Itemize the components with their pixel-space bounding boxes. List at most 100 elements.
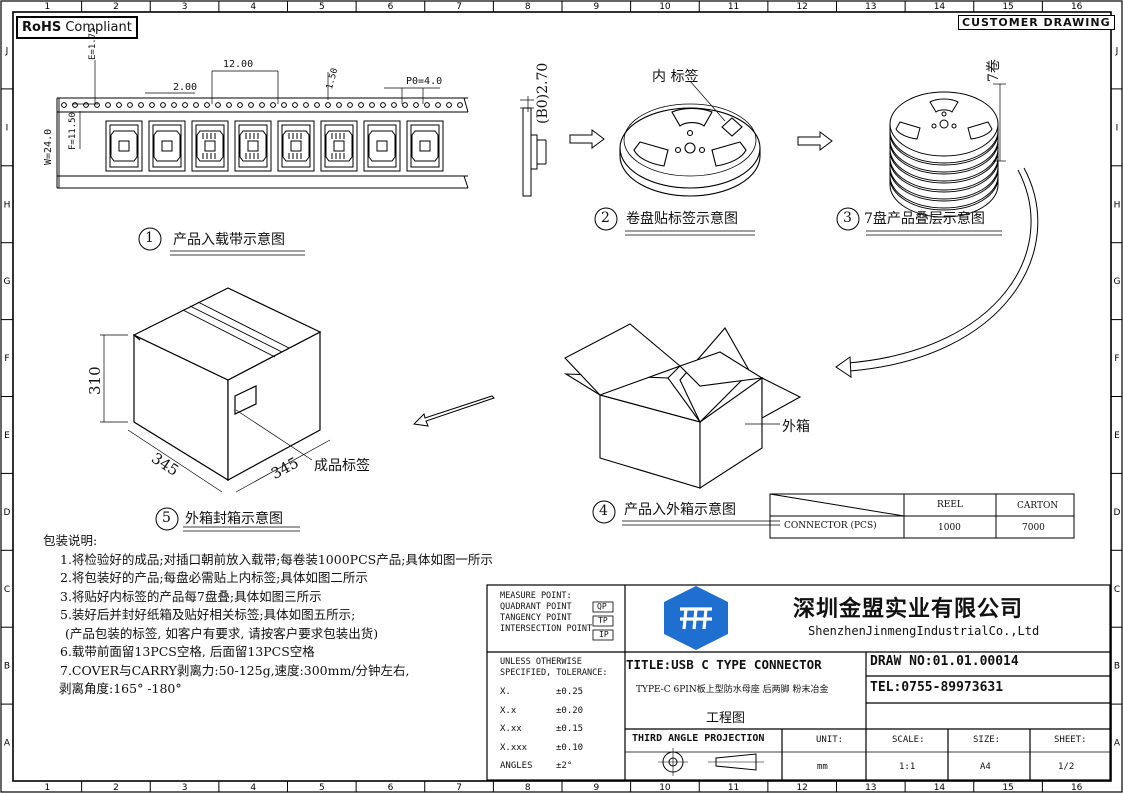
grid-row-label: G	[1114, 277, 1121, 287]
grid-row-label: A	[1114, 739, 1121, 749]
grid-col-label: 6	[388, 783, 394, 793]
inner-label-callout: 内 标签	[652, 69, 699, 85]
grid-col-label: 5	[319, 783, 325, 793]
tolerance-key: ANGLES	[500, 761, 533, 771]
drawing-title: TITLE:USB C TYPE CONNECTOR	[626, 657, 822, 672]
caption-reel-label: 卷盘贴标签示意图	[626, 211, 738, 227]
drawing-type: 工程图	[706, 711, 746, 726]
dim-pitch-12: 12.00	[223, 59, 254, 70]
grid-row-label: F	[1114, 354, 1119, 364]
caption-sealed-box: 外箱封箱示意图	[185, 511, 283, 527]
grid-col-label: 14	[934, 783, 946, 793]
grid-col-label: 2	[113, 783, 119, 793]
grid-col-label: 5	[319, 2, 325, 12]
measure-point-legend: MEASURE POINT: QUADRANT POINT TANGENCY P…	[500, 591, 593, 634]
tolerance-key: X.xxx	[500, 742, 528, 753]
border-grid-labels: 1122334455667788991010111112121313141415…	[4, 2, 1121, 793]
grid-row-label: D	[1114, 508, 1121, 518]
grid-col-label: 10	[659, 783, 671, 793]
grid-col-label: 1	[44, 2, 50, 12]
grid-row-label: A	[4, 739, 11, 749]
grid-row-label: B	[4, 662, 10, 672]
grid-col-label: 11	[728, 2, 739, 12]
grid-col-label: 3	[182, 2, 188, 12]
finished-product-label: 成品标签	[314, 458, 370, 474]
grid-col-label: 4	[250, 2, 256, 12]
grid-col-label: 13	[865, 2, 876, 12]
dim-b0: (B0)2.70	[535, 62, 551, 124]
grid-col-label: 9	[593, 783, 599, 793]
tolerance-value: ±0.20	[556, 705, 584, 716]
dim-e: E=1.75	[88, 27, 98, 60]
customer-drawing-label: CUSTOMER DRAWING	[958, 15, 1115, 30]
caption-outer-box: 产品入外箱示意图	[624, 502, 736, 518]
grid-col-label: 8	[525, 783, 531, 793]
tolerance-key: X.x	[500, 705, 517, 716]
grid-row-label: F	[4, 354, 9, 364]
qty-reel-value: 1000	[938, 523, 961, 533]
carrier-tape-drawing	[56, 60, 469, 189]
outer-box-label: 外箱	[782, 419, 810, 435]
company-name-cn: 深圳金盟实业有限公司	[793, 597, 1024, 622]
unit-label: UNIT:	[816, 735, 844, 745]
title-block-lines	[486, 584, 1111, 781]
step-number: 5	[162, 510, 171, 526]
grid-col-label: 13	[865, 783, 876, 793]
process-arrow	[569, 129, 605, 149]
projection-method: THIRD ANGLE PROJECTION	[632, 733, 765, 744]
grid-col-label: 16	[1071, 2, 1083, 12]
caption-carrier-tape: 产品入载带示意图	[173, 232, 285, 248]
grid-col-label: 6	[388, 2, 394, 12]
code-ip: IP	[599, 630, 609, 639]
caption-reel-stack: 7盘产品叠层示意图	[864, 211, 985, 227]
step-number: 3	[843, 210, 852, 226]
note-item: 5.装好后并封好纸箱及贴好相关标签;具体如图五所示;	[60, 607, 356, 622]
grid-col-label: 3	[182, 783, 188, 793]
tolerance-key: X.	[500, 687, 511, 697]
qty-carton-value: 7000	[1022, 523, 1045, 533]
grid-row-label: B	[1114, 662, 1120, 672]
step-number: 2	[601, 210, 610, 226]
tolerance-heading: UNLESS OTHERWISE SPECIFIED, TOLERANCE:	[500, 657, 608, 678]
grid-col-label: 16	[1071, 783, 1083, 793]
reel-front-view	[619, 80, 761, 197]
size-value: A4	[980, 762, 991, 772]
grid-col-label: 8	[525, 2, 531, 12]
grid-col-label: 15	[1002, 783, 1013, 793]
note-item: 6.载带前面留13PCS空格, 后面留13PCS空格	[60, 644, 315, 659]
packaging-notes: 包装说明: 1.将检验好的成品;对插口朝前放入载带;每卷装1000PCS产品;具…	[43, 532, 493, 699]
note-item: 2.将包装好的产品;每盘必需贴上内标签;具体如图二所示	[60, 570, 368, 585]
dim-f: F=11.50	[68, 112, 78, 150]
grid-row-label: C	[4, 585, 10, 595]
grid-row-label: E	[1114, 431, 1120, 441]
reel-side-view	[520, 96, 547, 197]
sheet-label: SHEET:	[1054, 735, 1087, 745]
grid-col-label: 12	[796, 783, 807, 793]
code-tp: TP	[598, 616, 608, 625]
grid-row-label: H	[4, 200, 11, 210]
process-arrow	[412, 395, 495, 427]
product-description: TYPE-C 6PIN板上型防水母座 后两脚 粉末冶金	[636, 685, 829, 695]
dim-height: 310	[86, 366, 104, 395]
qty-row-label: CONNECTOR (PCS)	[784, 521, 877, 531]
tolerance-key: X.xx	[500, 724, 522, 734]
grid-col-label: 7	[456, 2, 462, 12]
grid-col-label: 12	[796, 2, 807, 12]
grid-row-label: E	[4, 431, 10, 441]
sealed-carton	[100, 287, 331, 493]
dim-w: W=24.0	[43, 128, 54, 165]
tolerance-value: ±2°	[556, 761, 573, 771]
grid-row-label: G	[4, 277, 11, 287]
company-logo	[664, 586, 728, 650]
grid-col-label: 2	[113, 2, 119, 12]
notes-title: 包装说明:	[43, 533, 98, 548]
step-number: 4	[599, 503, 608, 519]
step-number: 1	[145, 230, 154, 246]
tolerance-value: ±0.25	[556, 687, 584, 697]
grid-row-label: J	[5, 46, 9, 56]
unit-value: mm	[817, 762, 828, 772]
reel-count-label: 7卷	[986, 59, 1002, 82]
note-item: 7.COVER与CARRY剥离力:50-125g,速度:300mm/分钟左右,	[60, 662, 410, 678]
dim-pitch-2: 2.00	[173, 82, 198, 93]
